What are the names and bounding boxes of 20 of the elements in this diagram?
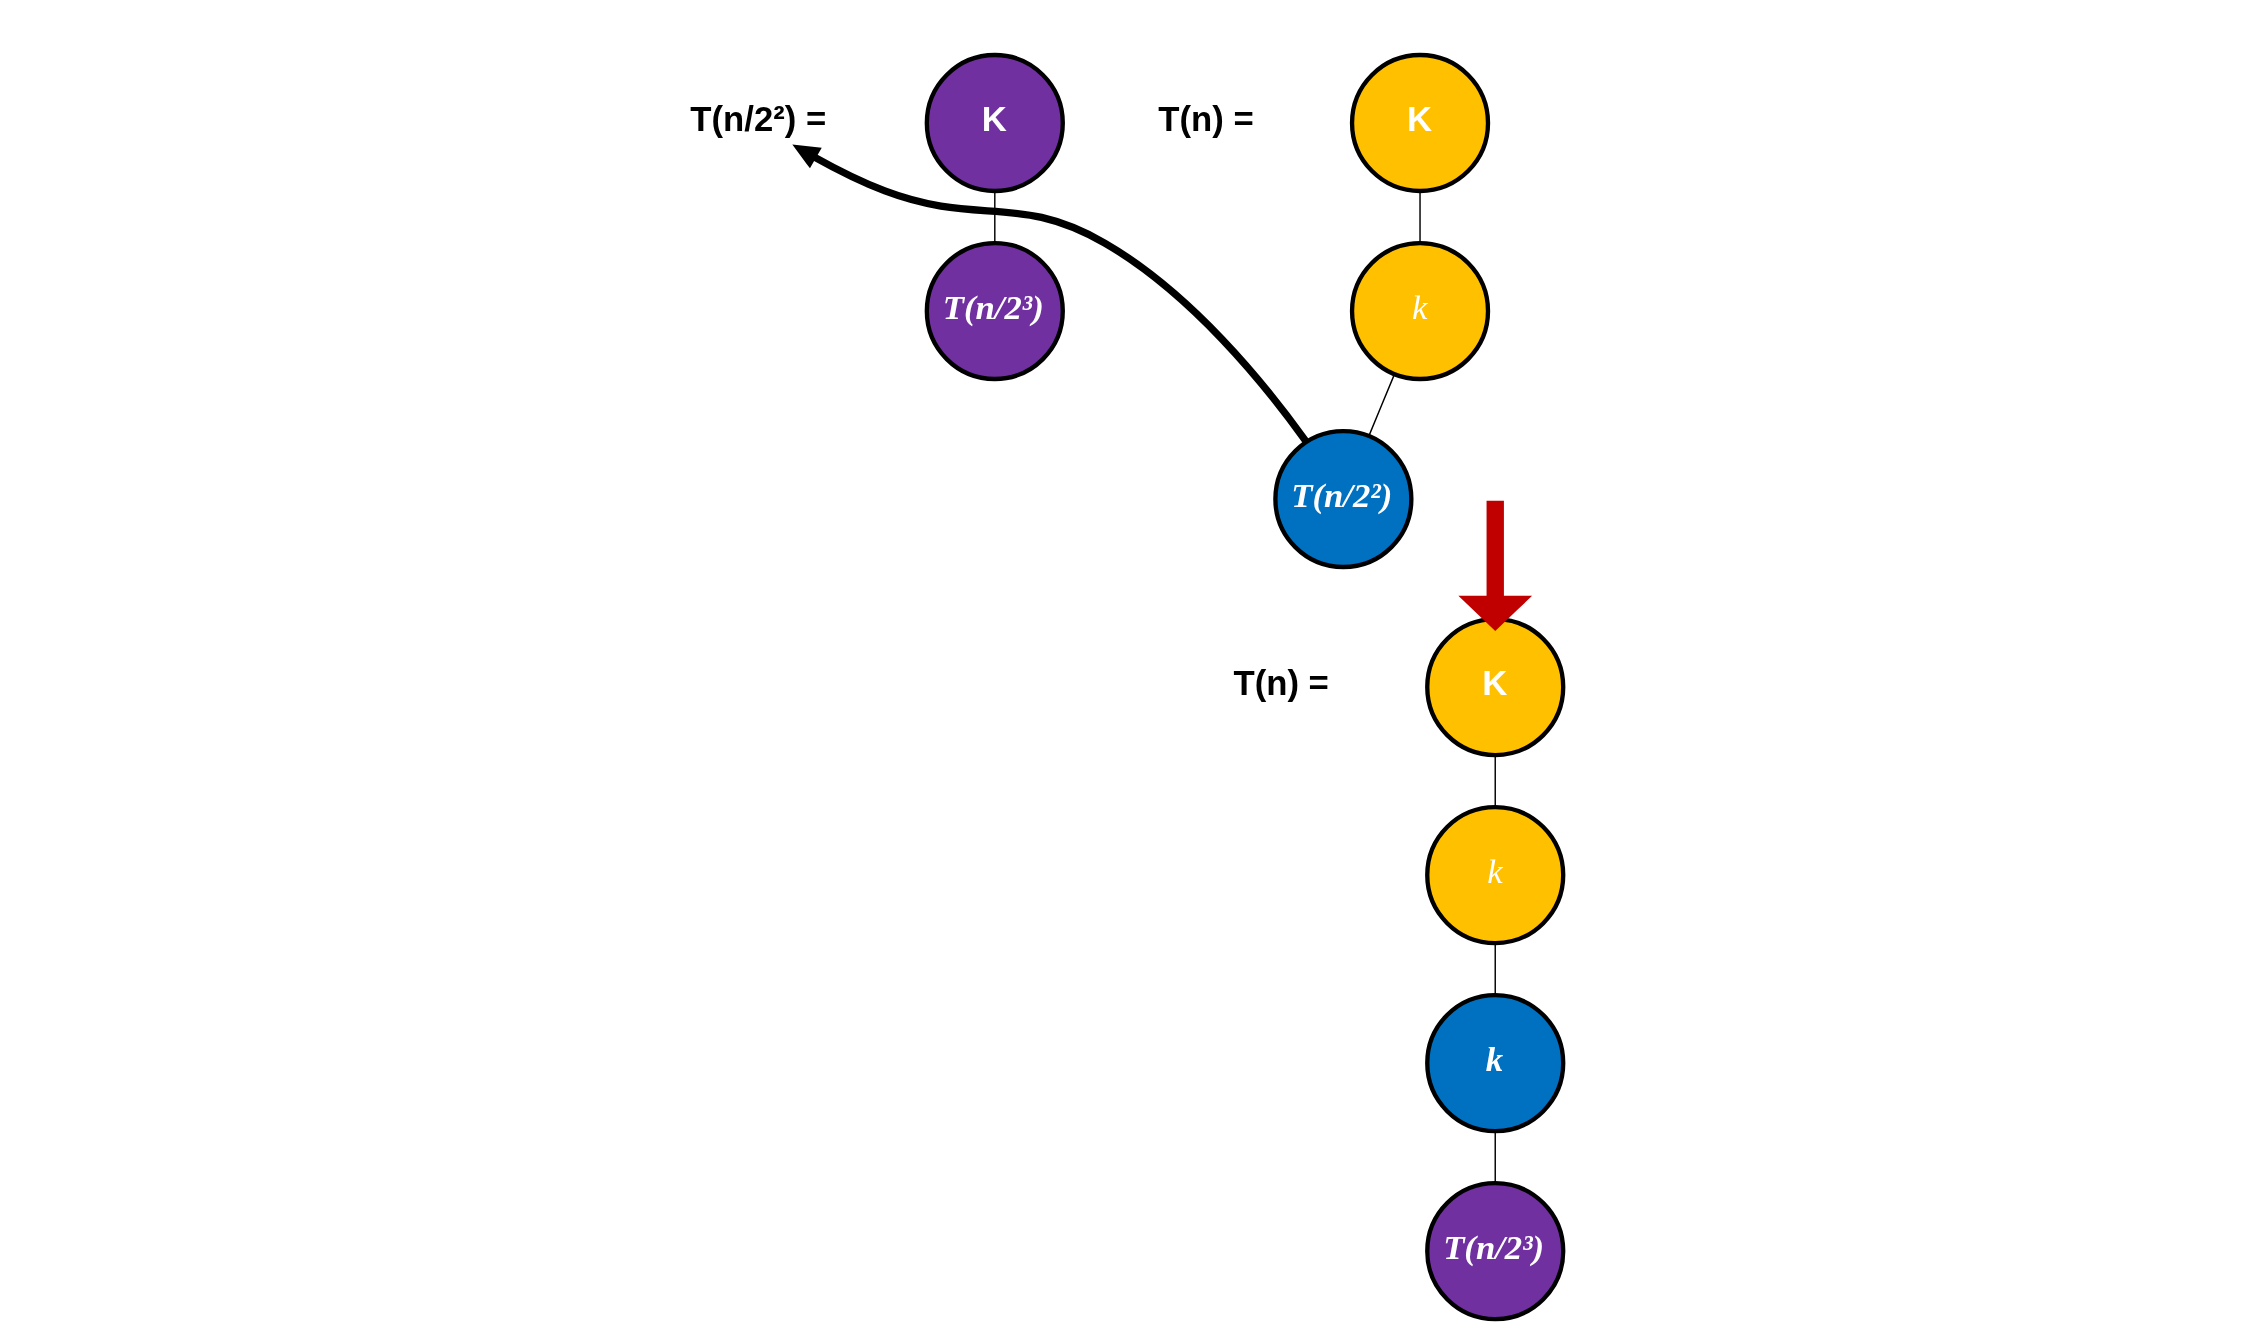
connector <box>1494 942 1496 996</box>
label: T(n) = <box>1157 99 1254 138</box>
node-text: T(n/2²) = <box>689 99 826 138</box>
node-circle: k <box>1424 804 1565 946</box>
connector <box>1418 190 1421 244</box>
node-circle: K <box>1349 52 1490 194</box>
connector <box>1494 754 1496 808</box>
connector <box>1494 1130 1496 1184</box>
node-circle: k <box>1424 992 1565 1134</box>
label: T(n) = <box>1232 663 1329 702</box>
connector <box>993 190 996 244</box>
connector <box>1367 373 1395 437</box>
node-circle: K <box>924 52 1065 194</box>
node-circle: T(n/2³) <box>1424 1181 1565 1322</box>
arrow <box>1457 500 1532 631</box>
node-circle: T(n/2³) <box>924 240 1065 382</box>
node-circle: T(n/2²) <box>1272 428 1413 570</box>
node-circle: k <box>1349 240 1490 382</box>
node-circle: K <box>1424 616 1565 758</box>
arrow <box>791 144 1309 445</box>
